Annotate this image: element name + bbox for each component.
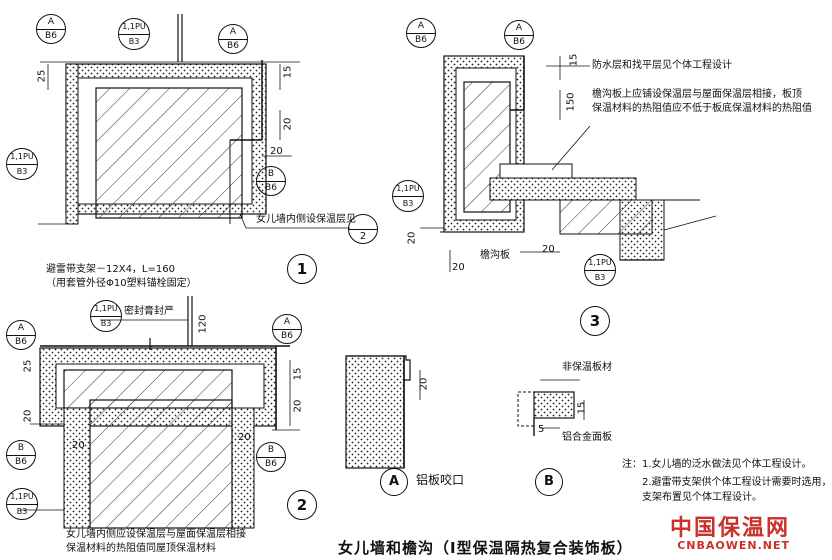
ref-bottom-text: B6	[15, 337, 27, 347]
gutter-note-1: 檐沟板上应铺设保温层与屋面保温层相接，板顶	[592, 89, 802, 100]
detail-3-drawing	[420, 55, 717, 272]
ref-bottom-text: B3	[594, 273, 606, 282]
general-note-1: 注：1.女儿墙的泛水做法见个体工程设计。	[622, 459, 812, 470]
ref-bottom-text: B3	[16, 167, 28, 176]
dim-5: 5	[538, 424, 545, 435]
al-panel-label: 铝合金面板	[562, 432, 612, 443]
ref-callout-pu-b3: 1,1PU B3	[118, 18, 150, 50]
section-label-b: B	[535, 468, 563, 496]
ref-bottom-text: B6	[281, 331, 293, 341]
general-note-3: 支架布置见个体工程设计。	[642, 492, 762, 503]
ref-bottom-text: B6	[265, 183, 277, 193]
lightning-bracket-label: 避雷带支架－12X4，L=160	[46, 264, 175, 275]
ref-callout-pu-b3: 1,1PU B3	[392, 180, 424, 212]
ref-bottom-text: B3	[100, 319, 112, 328]
ref-top-text: 1,1PU	[585, 255, 615, 271]
ref-top-text: 1,1PU	[393, 181, 423, 197]
waterproof-layer-label: 防水层和找平层见个体工程设计	[592, 60, 732, 71]
ref-bottom-text: B6	[415, 35, 427, 45]
watermark-cn: 中国保温网	[669, 516, 790, 541]
ref-top-text	[349, 215, 377, 230]
dim-20: 20	[282, 117, 294, 131]
detail-number-2: 2	[287, 490, 317, 520]
ref-bottom-text: B6	[265, 459, 277, 469]
gutter-board-label: 檐沟板	[480, 250, 510, 261]
ref-callout-a-b6: A B6	[218, 24, 248, 54]
ref-callout-pu-b3: 1,1PU B3	[584, 254, 616, 286]
ref-callout-b-b6: B B6	[256, 166, 286, 196]
dim-20: 20	[22, 409, 34, 423]
inner-wall-label: 女儿墙内侧设保温层见	[256, 214, 356, 225]
ref-top-text: B	[257, 443, 285, 458]
ref-bottom-text: B6	[513, 37, 525, 47]
dim-20: 20	[72, 440, 85, 451]
dim-20: 20	[292, 399, 304, 413]
ref-bottom-text: B3	[128, 37, 140, 46]
dim-15: 15	[282, 65, 294, 79]
ref-callout-a-b6: A B6	[36, 14, 66, 44]
dim-15: 15	[568, 53, 580, 67]
detail-a-drawing	[345, 355, 421, 469]
ref-callout-pu-b3: 1,1PU B3	[6, 148, 38, 180]
ref-top-text: 1,1PU	[7, 149, 37, 165]
ref-top-text: A	[273, 315, 301, 330]
ref-callout-a-b6: A B6	[272, 314, 302, 344]
ref-callout-b-b6: B B6	[6, 440, 36, 470]
ref-top-text: B	[7, 441, 35, 456]
detail-2-drawing	[20, 296, 300, 529]
detail-b-drawing	[517, 379, 585, 436]
ref-callout-wall: 2	[348, 214, 378, 244]
dim-20: 20	[406, 231, 418, 245]
drawing-title: 女儿墙和檐沟（Ⅰ型保温隔热复合装饰板）	[338, 539, 633, 557]
gutter-note-2: 保温材料的热阻值应不低于板底保温材料的热阻值	[592, 103, 812, 114]
site-watermark: 中国保温网 CNBAOWEN.NET	[670, 518, 790, 552]
ref-bottom-text: B3	[402, 199, 414, 208]
dim-20: 20	[418, 377, 430, 391]
ref-top-text: A	[505, 21, 533, 36]
dim-25: 25	[36, 69, 48, 83]
ref-top-text: B	[257, 167, 285, 182]
ref-bottom-text: 2	[359, 231, 367, 242]
dim-15: 15	[292, 367, 304, 381]
dim-120: 120	[197, 314, 209, 334]
dim-15: 15	[576, 401, 588, 415]
ref-callout-a-b6: A B6	[406, 18, 436, 48]
ref-callout-a-b6: A B6	[504, 20, 534, 50]
ref-top-text: A	[37, 15, 65, 30]
panel-seam-label: 铝板咬口	[416, 473, 465, 487]
ref-top-text: 1,1PU	[119, 19, 149, 35]
ref-bottom-text: B6	[45, 31, 57, 41]
dim-20: 20	[542, 244, 555, 255]
inner-wall-insulation-note: 女儿墙内侧应设保温层与屋面保温层相接	[66, 529, 246, 540]
insulation-resistance-note: 保温材料的热阻值同屋顶保温材料	[66, 543, 216, 554]
ref-callout-b-b6: B B6	[256, 442, 286, 472]
dim-20: 20	[270, 146, 283, 157]
detail-1-drawing	[38, 14, 350, 229]
detail-number-1: 1	[287, 254, 317, 284]
dim-20: 20	[238, 432, 251, 443]
detail-number-3: 3	[580, 306, 610, 336]
ref-callout-pu-b3: 1,1PU B3	[90, 300, 122, 332]
ref-bottom-text: B6	[227, 41, 239, 51]
ref-top-text: 1,1PU	[91, 301, 121, 317]
non-insulating-label: 非保温板材	[562, 362, 612, 373]
ref-top-text: A	[407, 19, 435, 34]
lightning-anchor-label: （用套管外径Φ10塑料锚栓固定）	[46, 278, 197, 289]
ref-callout-a-b6: A B6	[6, 320, 36, 350]
watermark-en: CNBAOWEN.NET	[677, 539, 790, 552]
section-label-a: A	[380, 468, 408, 496]
ref-callout-pu-b3: 1,1PU B3	[6, 488, 38, 520]
dim-20: 20	[452, 262, 465, 273]
dim-150: 150	[565, 92, 577, 112]
ref-top-text: 1,1PU	[7, 489, 37, 505]
ref-top-text: A	[7, 321, 35, 336]
sealant-label: 密封膏封严	[124, 306, 174, 317]
ref-bottom-text: B6	[15, 457, 27, 467]
dim-25: 25	[22, 359, 34, 373]
drawing-canvas	[20, 14, 717, 529]
ref-top-text: A	[219, 25, 247, 40]
ref-bottom-text: B3	[16, 507, 28, 516]
general-note-2: 2.避雷带支架供个体工程设计需要时选用，	[642, 477, 832, 488]
